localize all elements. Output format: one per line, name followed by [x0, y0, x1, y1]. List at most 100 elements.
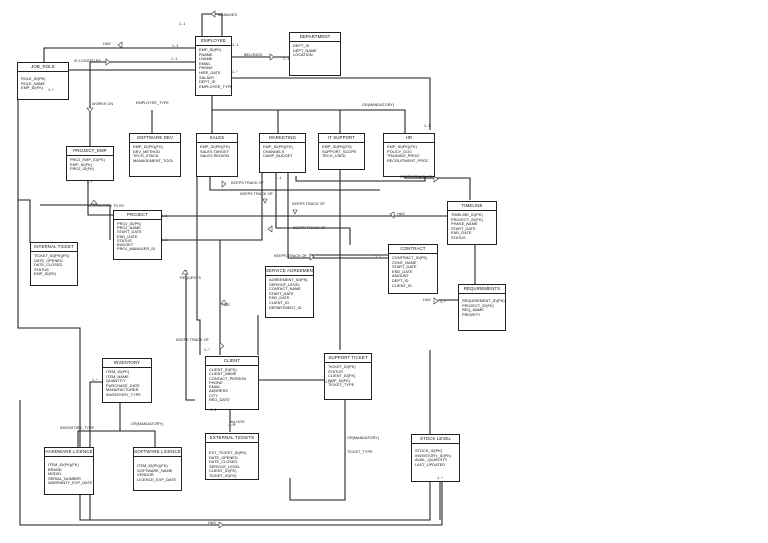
entity-attributes: ITEM_ID(PK) ITEM_NAME QUANTITY PURCHASE_…	[106, 369, 141, 397]
entity-inventory: INVENTORY ITEM_ID(PK) ITEM_NAME QUANTITY…	[102, 358, 152, 403]
label-works-on: WORKS ON	[92, 102, 114, 106]
entity-software-licence: SOFTWARE LICENCE ITEM_ID(PK)(FK) SOFTWAR…	[133, 447, 182, 491]
label-has-timeline: HAS	[397, 212, 405, 216]
entity-employee: EMPLOYEE EMP_ID(PK) FNAME LNAME EMAIL PH…	[195, 36, 232, 96]
entity-requirements: REQUIREMENTS REQUIREMENT_ID(PK) PROJECT_…	[458, 284, 506, 331]
marketing-keeps-track	[219, 171, 263, 355]
cardinality: 1..1	[424, 124, 431, 128]
entity-internal-ticket: INTERNAL TICKET TICKET_ID(PK)(FK) DATE_O…	[30, 242, 78, 286]
entity-title: INTERNAL TICKET	[31, 243, 77, 252]
entity-title: SERVICE AGREEMENT	[266, 267, 313, 276]
label-belongs: BELONGS	[244, 53, 263, 57]
cardinality: 1..1	[283, 57, 290, 61]
sales-keeps-track-b	[209, 176, 380, 191]
keeps-arrow-icon-5	[309, 253, 315, 261]
entity-attributes: STOCK_ID(PK) INVENTORY_ID(FK) AVAIL_QUAN…	[415, 448, 452, 467]
entity-department: DEPARTMENT DEPT_ID DEPT_NAME LOCATION	[289, 32, 341, 76]
keeps-arrow-icon-3	[292, 209, 298, 215]
sales-keeps-track	[196, 176, 201, 355]
entity-contract: CONTRACT CONTRACT_ID(PK) CONT_NAME START…	[388, 244, 438, 294]
cardinality: 1..1	[161, 214, 168, 218]
entity-title: REQUIREMENTS	[459, 285, 505, 294]
entity-attributes: TIMELINE_ID(PK) PROJECT_ID(FK) PHASE_NAM…	[451, 212, 483, 240]
entity-support-ticket: SUPPORT TICKET TICKET_ID(PK) STATUS CLIE…	[324, 353, 372, 400]
label-requests: REQUESTS	[180, 276, 201, 280]
label-inventory-type: INVENTORY_TYPE	[60, 426, 95, 430]
entity-title: STOCK LEVEL	[412, 435, 459, 444]
entity-title: SOFTWARE DEV	[130, 134, 180, 143]
entity-attributes: ROLE_ID(PK) ROLE_NAME EMP_ID(FK)	[21, 76, 46, 91]
logged-arrow-icon	[105, 58, 111, 66]
entity-attributes: EMP_ID(PK) FNAME LNAME EMAIL PHONE HIRE_…	[199, 47, 231, 89]
label-has-req: HAS	[423, 298, 431, 302]
entity-attributes: PROJ_EMP_ID(PK) EMP_ID(FK) PROJ_ID(FK)	[70, 157, 105, 172]
label-keeps-track-7: KEEPS TRACK OF	[176, 338, 209, 342]
label-logs: LOGS	[234, 420, 245, 424]
label-keeps-track-1: KEEPS TRACK OF	[231, 181, 264, 185]
label-has-bottom: HAS	[208, 521, 216, 525]
entity-attributes: CONTRACT_ID(PK) CONT_NAME START_DATE END…	[392, 255, 428, 288]
has-arrow-icon	[117, 41, 123, 49]
label-or-mandatory-top: OR(MANDATORY)	[362, 103, 395, 107]
employee-jobrole-link	[43, 47, 195, 62]
entity-attributes: EXT_TICKET_ID(PK) DATE_OPENED DATE_CLOSE…	[209, 450, 247, 478]
entity-attributes: REQUIREMENT_ID(PK) PROJECT_ID(FK) REQ_NA…	[462, 298, 505, 317]
cardinality: 1..1	[172, 44, 179, 48]
manages-arrow-icon	[210, 10, 216, 18]
has-bottom-arrow-icon	[218, 521, 224, 529]
entity-attributes: PROJ_ID(PK) PROJ_NAME START_DATE END_DAT…	[117, 221, 156, 252]
cardinality: 1..*	[204, 348, 210, 352]
label-or-mandatory-side: OR(MANDATORY)	[347, 436, 380, 440]
cardinality: 1..1	[325, 380, 332, 384]
entity-title: TIMELINE	[448, 202, 496, 211]
keeps-arrow-icon-4	[433, 175, 439, 183]
cardinality: 1..*	[375, 255, 381, 259]
has-mid-arrow-icon	[220, 299, 228, 305]
entity-client: CLIENT CLIENT_ID(PK) CLIENT_NAME CONTACT…	[205, 356, 259, 410]
keeps-arrow-icon-2	[262, 198, 268, 204]
keeps-arrow-icon-6	[267, 225, 273, 233]
label-keeps-track-6: KEEPS TRACK OF	[293, 226, 326, 230]
assigned-arrow-icon	[90, 199, 98, 205]
entity-attributes: DEPT_ID DEPT_NAME LOCATION	[293, 43, 317, 58]
client-requests	[185, 270, 195, 401]
employee-subtype-bus	[211, 95, 406, 133]
entity-attributes: EMP_ID(PK)(FK) SUPPORT_SCOPE TECH_USED	[322, 144, 357, 159]
entity-attributes: EMP_ID(PK)(FK) POLICY_DOC TRAINING_PROG …	[387, 144, 429, 163]
entity-project-emp: PROJECT_EMP PROJ_EMP_ID(PK) EMP_ID(FK) P…	[66, 146, 114, 181]
entity-title: PROJECT_EMP	[67, 147, 113, 156]
projectemp-project-link	[87, 178, 113, 216]
cardinality: 1..1	[210, 408, 217, 412]
label-keeps-track-5: KEEPS TRACK OF	[274, 254, 307, 258]
project-internal-link	[40, 204, 111, 240]
entity-title: SUPPORT TICKET	[325, 354, 371, 363]
internal-employee-link	[18, 199, 31, 243]
entity-stock-level: STOCK LEVEL STOCK_ID(PK) INVENTORY_ID(FK…	[411, 434, 460, 482]
entity-title: CONTRACT	[389, 245, 437, 254]
label-keeps-track-3: KEEPS TRACK OF	[292, 202, 325, 206]
entity-title: HR	[384, 134, 434, 143]
entity-project: PROJECT PROJ_ID(PK) PROJ_NAME START_DATE…	[113, 210, 162, 260]
cardinality: 1..*	[92, 378, 98, 382]
entity-title: EMPLOYEE	[196, 37, 231, 46]
entity-title: JOB_ROLE	[18, 63, 68, 72]
has-req-arrow-icon	[433, 297, 439, 305]
cardinality: 1..1	[179, 22, 186, 26]
marketing-service	[275, 171, 351, 245]
keeps-arrow-icon-1	[221, 180, 227, 188]
label-has-mid: HAS	[222, 303, 230, 307]
entity-attributes: AGREEMENT_ID(PK) SERVICE_LEVEL CONTACT_N…	[269, 277, 308, 310]
entity-title: INVENTORY	[103, 359, 151, 368]
entity-it-support: IT SUPPORT EMP_ID(PK)(FK) SUPPORT_SCOPE …	[318, 133, 365, 170]
entity-job-role: JOB_ROLE ROLE_ID(PK) ROLE_NAME EMP_ID(FK…	[17, 62, 69, 100]
entity-title: IT SUPPORT	[319, 134, 364, 143]
entity-title: SOFTWARE LICENCE	[134, 448, 181, 457]
cardinality: 1..1	[171, 57, 178, 61]
entity-attributes: TICKET_ID(PK) STATUS CLIENT_ID(FK) EMP_I…	[328, 364, 356, 388]
entity-attributes: EMP_ID(PK)(FK) CHANNELS CAMP_BUDGET	[263, 144, 293, 159]
entity-sales: SALES EMP_ID(PK)(FK) SALES TARGET SALES …	[196, 133, 238, 177]
entity-marketing: MARKETING EMP_ID(PK)(FK) CHANNELS CAMP_B…	[259, 133, 306, 173]
cardinality: 1..*	[440, 300, 446, 304]
entity-service-agreement: SERVICE AGREEMENT AGREEMENT_ID(PK) SERVI…	[265, 266, 314, 318]
